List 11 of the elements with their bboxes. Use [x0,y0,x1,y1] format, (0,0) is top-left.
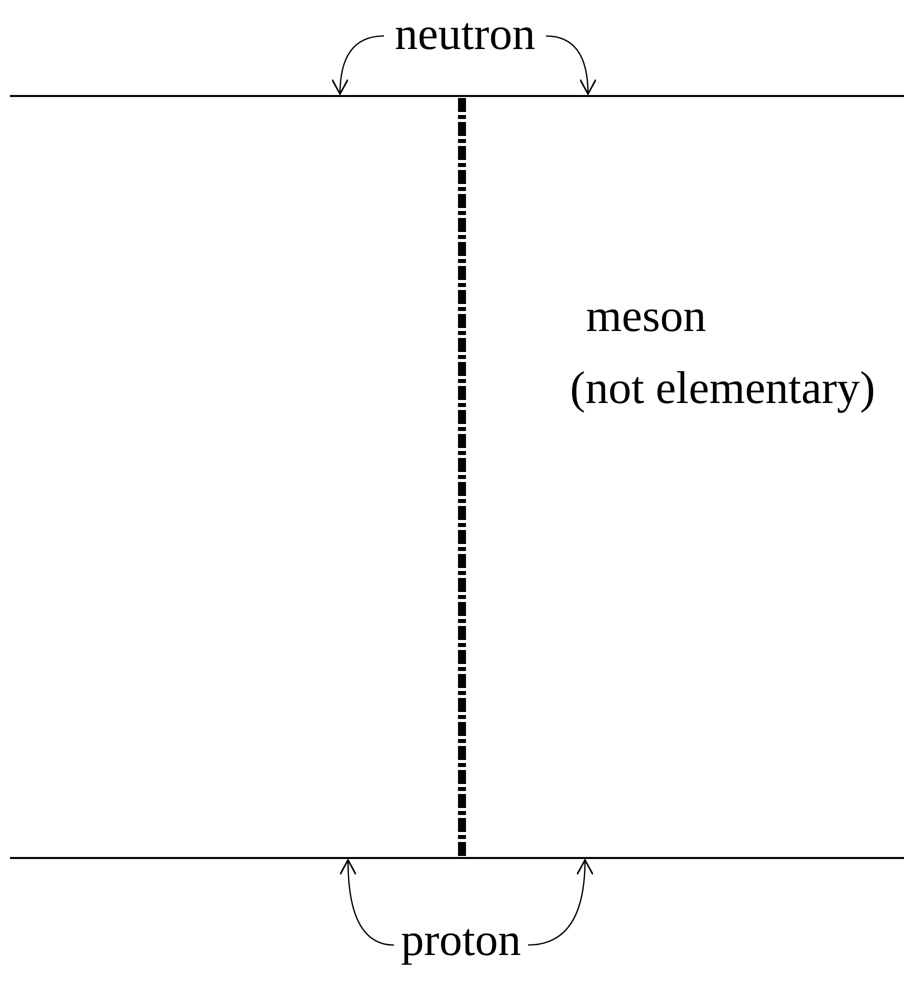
particle-label: neutron [386,8,544,60]
particle-label: (not elementary) [570,362,876,414]
particle-line [10,95,904,97]
particle-line [10,857,904,859]
particle-label: proton [396,914,526,966]
leader-arrow [340,859,394,946]
particle-label: meson [586,290,706,342]
meson-exchange-line [458,98,466,856]
leader-arrow [528,859,594,946]
leader-arrow [546,35,596,95]
leader-arrow [332,35,384,95]
